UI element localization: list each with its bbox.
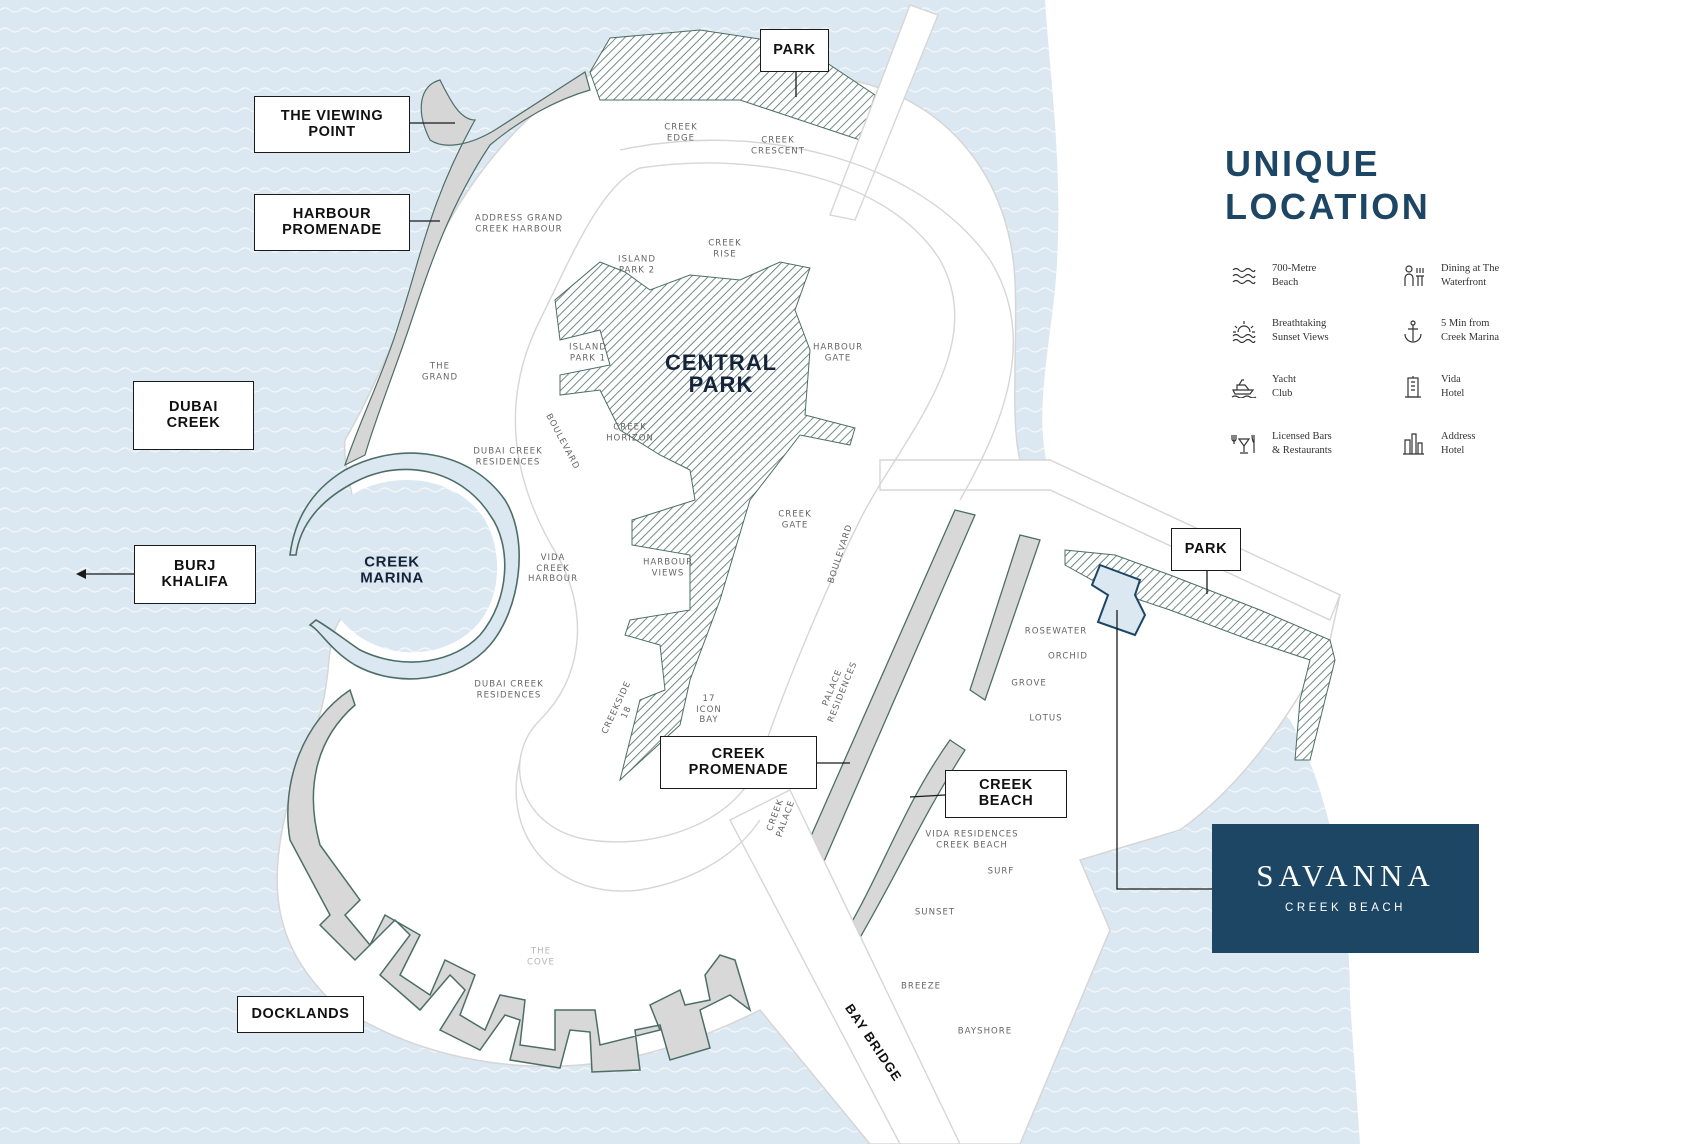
feature-text: 5 Min from Creek Marina bbox=[1441, 318, 1500, 343]
north-road bbox=[829, 4, 939, 221]
feature-text: 700-Metre Beach bbox=[1272, 263, 1317, 288]
savanna-site[interactable] bbox=[1090, 563, 1147, 637]
beach-strip-2 bbox=[969, 534, 1041, 702]
title-line-2: LOCATION bbox=[1225, 186, 1431, 227]
label-central-park: CENTRAL PARK bbox=[664, 350, 778, 397]
feature-sunset: Breathtaking Sunset Views bbox=[1230, 311, 1400, 351]
callout-docklands[interactable]: DOCKLANDS bbox=[237, 996, 364, 1033]
label-sunset: SUNSET bbox=[914, 907, 956, 918]
label-island-park-2: ISLAND PARK 2 bbox=[618, 254, 656, 275]
feature-text: Dining at The Waterfront bbox=[1441, 263, 1500, 288]
docklands-pier bbox=[287, 688, 752, 1073]
label-dubai-creek-res-2: DUBAI CREEK RESIDENCES bbox=[474, 679, 544, 700]
feature-yacht: Yacht Club bbox=[1230, 367, 1400, 407]
callout-park-top[interactable]: PARK bbox=[760, 29, 829, 72]
feature-text: Address Hotel bbox=[1441, 431, 1476, 456]
label-harbour-gate: HARBOUR GATE bbox=[812, 342, 864, 363]
label-creek-gate: CREEK GATE bbox=[778, 509, 812, 530]
anchor-icon bbox=[1399, 317, 1427, 345]
label-orchid: ORCHID bbox=[1048, 651, 1088, 662]
cocktail-icon bbox=[1230, 430, 1258, 458]
feature-text: Breathtaking Sunset Views bbox=[1272, 318, 1329, 343]
label-harbour-views: HARBOUR VIEWS bbox=[642, 557, 694, 578]
callout-harbour-promenade[interactable]: HARBOUR PROMENADE bbox=[254, 194, 410, 251]
feature-marina: 5 Min from Creek Marina bbox=[1399, 311, 1569, 351]
label-bayshore: BAYSHORE bbox=[957, 1026, 1013, 1037]
central-park-area bbox=[554, 261, 856, 782]
feature-text: Vida Hotel bbox=[1441, 374, 1465, 399]
callout-creek-beach[interactable]: CREEK BEACH bbox=[945, 770, 1067, 818]
callout-park-right[interactable]: PARK bbox=[1171, 528, 1241, 571]
label-icon-bay: 17 ICON BAY bbox=[696, 693, 722, 726]
creek-marina-ring bbox=[289, 452, 520, 680]
label-the-cove: THE COVE bbox=[527, 946, 555, 967]
bay-bridge-road bbox=[729, 789, 961, 1144]
burj-arrow bbox=[76, 569, 134, 579]
sunset-icon bbox=[1230, 317, 1258, 345]
label-creek-edge: CREEK EDGE bbox=[664, 122, 698, 143]
leader-lines bbox=[409, 72, 1212, 890]
brand-logo[interactable]: SAVANNA CREEK BEACH bbox=[1212, 824, 1479, 953]
label-vida-res-beach: VIDA RESIDENCES CREEK BEACH bbox=[925, 829, 1019, 850]
dining-icon bbox=[1399, 262, 1427, 290]
waves-icon bbox=[1230, 262, 1258, 290]
feature-text: Licensed Bars & Restaurants bbox=[1272, 431, 1332, 456]
feature-bars: Licensed Bars & Restaurants bbox=[1230, 424, 1400, 464]
label-rosewater: ROSEWATER bbox=[1024, 626, 1088, 637]
seawall-left bbox=[343, 71, 591, 467]
label-vida-creek-harbour: VIDA CREEK HARBOUR bbox=[527, 552, 579, 585]
outer-ring-road bbox=[515, 139, 1014, 892]
brand-subtitle: CREEK BEACH bbox=[1285, 902, 1406, 914]
east-road bbox=[879, 459, 1341, 621]
label-lotus: LOTUS bbox=[1029, 713, 1063, 724]
label-surf: SURF bbox=[987, 866, 1015, 877]
callout-creek-promenade[interactable]: CREEK PROMENADE bbox=[660, 736, 817, 789]
label-the-grand: THE GRAND bbox=[421, 361, 459, 382]
title-line-1: UNIQUE bbox=[1225, 143, 1381, 184]
feature-vida-hotel: Vida Hotel bbox=[1399, 367, 1569, 407]
label-dubai-creek-res-1: DUBAI CREEK RESIDENCES bbox=[473, 446, 543, 467]
label-address-grand: ADDRESS GRAND CREEK HARBOUR bbox=[474, 213, 564, 234]
callout-dubai-creek[interactable]: DUBAI CREEK bbox=[133, 381, 254, 450]
brand-name: SAVANNA bbox=[1256, 858, 1435, 893]
callout-viewing-point[interactable]: THE VIEWING POINT bbox=[254, 96, 410, 153]
label-breeze: BREEZE bbox=[900, 981, 942, 992]
creek-marina-water bbox=[321, 480, 498, 653]
callout-burj-khalifa[interactable]: BURJ KHALIFA bbox=[134, 545, 256, 604]
label-grove: GROVE bbox=[1011, 678, 1047, 689]
feature-dining: Dining at The Waterfront bbox=[1399, 256, 1569, 296]
label-creek-crescent: CREEK CRESCENT bbox=[751, 135, 805, 156]
land-mass bbox=[276, 63, 1341, 1144]
label-creek-rise: CREEK RISE bbox=[708, 238, 742, 259]
label-island-park-1: ISLAND PARK 1 bbox=[569, 342, 607, 363]
label-creek-horizon: CREEK HORIZON bbox=[606, 422, 654, 443]
inner-ring-road bbox=[514, 162, 956, 843]
yacht-icon bbox=[1230, 373, 1258, 401]
page-title: UNIQUE LOCATION bbox=[1225, 142, 1430, 228]
hotel-icon bbox=[1399, 373, 1427, 401]
tower-icon bbox=[1399, 430, 1427, 458]
feature-address-hotel: Address Hotel bbox=[1399, 424, 1569, 464]
feature-text: Yacht Club bbox=[1272, 374, 1297, 399]
label-creek-marina: CREEK MARINA bbox=[360, 553, 424, 586]
feature-beach: 700-Metre Beach bbox=[1230, 256, 1400, 296]
